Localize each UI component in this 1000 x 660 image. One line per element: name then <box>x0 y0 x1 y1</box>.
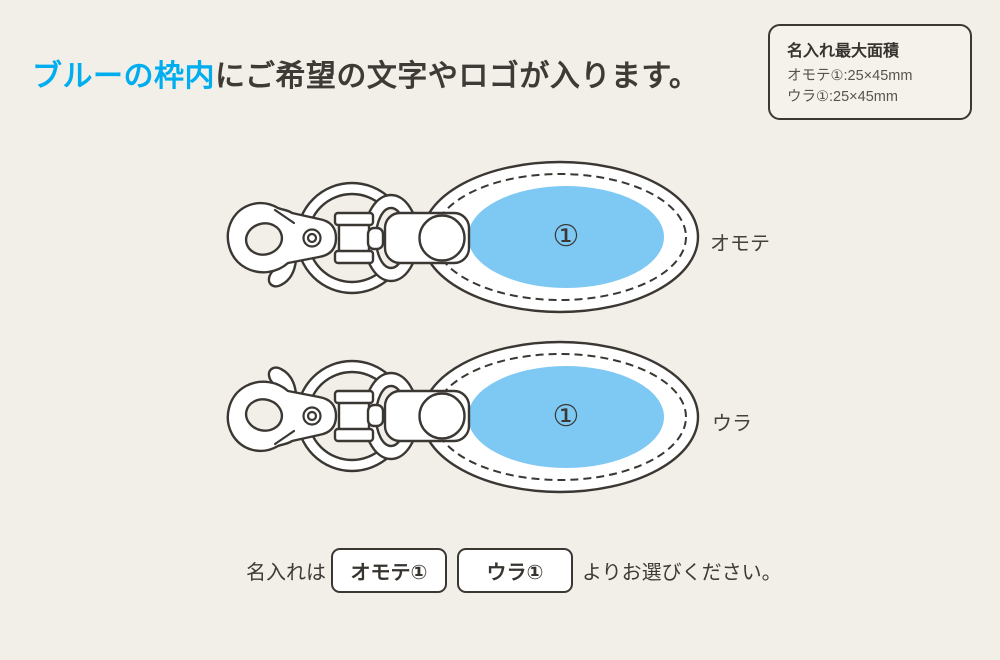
print-area <box>468 366 664 468</box>
max-imprint-area-back: ウラ①:25×45mm <box>787 89 898 105</box>
side-label-back: ウラ <box>712 413 752 435</box>
clasp-loop-hole <box>244 398 284 432</box>
strap <box>383 211 471 265</box>
swivel-barrel <box>333 389 385 443</box>
leather-fob <box>420 160 700 314</box>
print-area <box>468 186 664 288</box>
keychain-front-illustration <box>226 160 700 314</box>
option-box-back: ウラ① <box>457 548 573 593</box>
lobster-clasp <box>226 201 338 288</box>
strap-rivet <box>418 214 466 262</box>
clasp-gate-seam <box>273 429 296 446</box>
barrel-tab <box>366 403 385 428</box>
clasp-gate-seam <box>273 208 296 225</box>
clasp-loop-hole <box>244 222 284 256</box>
lobster-clasp <box>226 366 338 453</box>
side-label-front: オモテ <box>710 233 770 255</box>
max-imprint-area-box: 名入れ最大面積 オモテ①:25×45mm ウラ①:25×45mm <box>768 24 972 120</box>
print-area-number-front: ① <box>552 220 580 253</box>
page-title-highlight: ブルーの枠内 <box>32 60 215 93</box>
clasp-rivet-icon <box>302 406 322 426</box>
page-title: ブルーの枠内にご希望の文字やロゴが入ります。 <box>32 51 699 95</box>
imprint-selection-note: 名入れは オモテ① ウラ① よりお選びください。 <box>246 548 782 593</box>
leather-fob <box>420 340 700 494</box>
strap <box>383 389 471 443</box>
max-imprint-area-front: オモテ①:25×45mm <box>787 68 913 84</box>
barrel-tab <box>366 226 385 251</box>
print-area-number-back: ① <box>552 400 580 433</box>
swivel-barrel <box>333 211 385 265</box>
footer-prefix: 名入れは <box>246 562 326 584</box>
clasp-rivet-icon <box>302 228 322 248</box>
strap-rivet <box>418 392 466 440</box>
keychain-back-illustration <box>226 340 700 494</box>
footer-suffix: よりお選びください。 <box>582 562 782 584</box>
page-title-rest: にご希望の文字やロゴが入ります。 <box>215 60 700 93</box>
option-box-front: オモテ① <box>331 548 447 593</box>
max-imprint-area-title: 名入れ最大面積 <box>787 43 900 60</box>
